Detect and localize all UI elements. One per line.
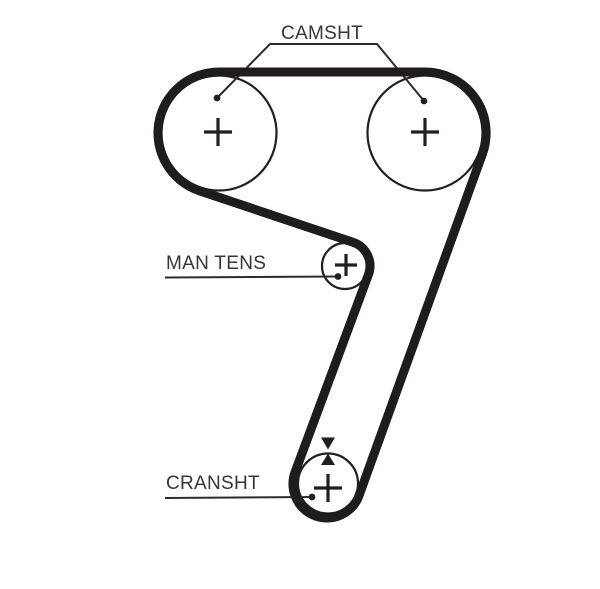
crankshaft-cross-mark: [314, 474, 342, 502]
crankshaft-leader-line: [164, 496, 313, 499]
crankshaft-label: CRANSHT: [166, 473, 260, 494]
tensioner-leader-line: [164, 275, 339, 279]
timing-mark-up-arrow-icon: [321, 453, 335, 465]
camshaft-label: CAMSHT: [281, 23, 363, 44]
camshaft-left-leader-dot: [213, 94, 221, 102]
tensioner-leader-dot: [334, 273, 342, 280]
camshaft-right-leader-dot: [420, 97, 428, 105]
timing-belt: [153, 67, 491, 523]
tensioner-cross-mark: [335, 254, 357, 276]
crankshaft-leader-dot: [308, 493, 316, 501]
timing-mark-down-arrow-icon: [321, 437, 335, 450]
tensioner-label: MAN TENS: [166, 253, 266, 274]
camshaft-left-cross-mark: [204, 118, 232, 146]
camshaft-right-cross-mark: [411, 118, 439, 146]
